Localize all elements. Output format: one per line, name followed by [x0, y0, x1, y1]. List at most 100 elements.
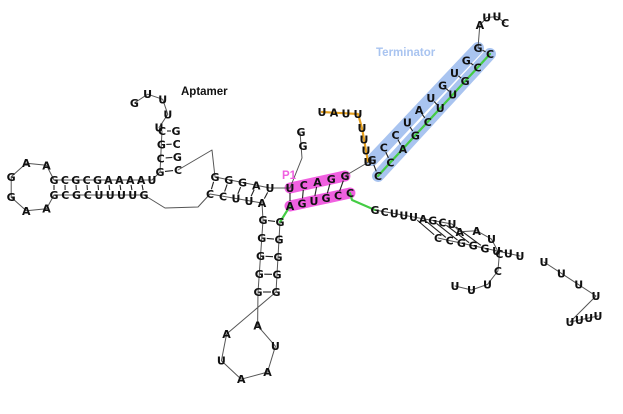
- center-bottom-nt: U: [232, 193, 241, 206]
- orange-tail-nt: U: [342, 107, 351, 120]
- p1-bottom-nt: C: [346, 187, 354, 200]
- right-tail-2-nt: U: [575, 314, 584, 327]
- left-stem-bottom-nt: U: [95, 189, 104, 202]
- left-stem-top-nt: U: [148, 174, 157, 187]
- left-stem-top-nt: C: [83, 174, 91, 187]
- left-loop-nt: A: [42, 159, 51, 172]
- right-tail-backbone: [543, 261, 599, 323]
- terminator-bottom-nt: A: [399, 143, 408, 156]
- hairpin-right-nt: C: [173, 138, 181, 151]
- terminator-bond: [433, 101, 438, 105]
- junction-link-1: [151, 171, 161, 181]
- left-stem-top-nt: A: [115, 174, 124, 187]
- bottom-left-stem-left-nt: G: [258, 214, 267, 227]
- bottom-left-backbone-r: [275, 221, 281, 293]
- center-top-nt: G: [238, 177, 247, 190]
- terminator-bottom-linker: [376, 52, 492, 178]
- center-bottom-nt: C: [206, 188, 214, 201]
- hairpin-loop-nt: U: [143, 88, 152, 101]
- left-loop-nt: A: [22, 205, 31, 218]
- terminator-bond: [385, 151, 389, 159]
- right-top-backbone: [374, 209, 453, 225]
- bottom-left-loop-backbone: [220, 291, 277, 380]
- right-stem-top-nt: C: [438, 216, 446, 229]
- terminator-top-nt: G: [473, 42, 482, 55]
- p1-label: P1: [282, 170, 297, 182]
- left-loop-nt: A: [42, 203, 51, 216]
- linker-green-2: [348, 191, 377, 212]
- left-stem-bottom-nt: G: [49, 189, 58, 202]
- terminator-bottom-nt: C: [486, 48, 494, 61]
- bottom-left-loop-nt: U: [271, 340, 280, 353]
- right-stem-bond: [436, 223, 458, 241]
- left-stem-bond: [130, 184, 133, 191]
- right-stem-bottom-nt: G: [457, 237, 466, 250]
- right-loop-nt: U: [483, 278, 492, 291]
- right-bottom-backbone: [437, 237, 521, 257]
- p1-bond: [339, 180, 344, 192]
- backbone-layer: [10, 16, 599, 380]
- hairpin-loop-nt: U: [155, 122, 164, 135]
- right-loop-nt: C: [495, 248, 503, 261]
- p1-bond: [314, 186, 318, 196]
- p1-top-nt: G: [340, 170, 349, 183]
- right-loop-nt: U: [467, 284, 476, 297]
- right-stem-bottom-nt: U: [504, 247, 513, 260]
- center-stem-bond: [224, 184, 228, 192]
- p1-bottom-nt: U: [310, 195, 319, 208]
- terminator-label: Terminator: [376, 47, 436, 59]
- terminator-bond: [482, 49, 486, 53]
- hairpin-loop-nt: U: [158, 93, 167, 106]
- terminator-top-nt: U: [426, 92, 435, 105]
- bottom-left-loop-nt: A: [222, 328, 231, 341]
- left-stem-bond: [119, 184, 122, 191]
- bottom-left-stem-right-nt: G: [272, 269, 281, 282]
- terminator-bottom-nt: C: [474, 62, 482, 75]
- terminator-top-nt: U: [450, 67, 459, 80]
- p1-bottom-nt: A: [286, 200, 295, 213]
- right-tail-nt: U: [574, 279, 583, 292]
- center-top-nt: G: [224, 174, 233, 187]
- right-loop-nt: A: [472, 225, 481, 238]
- hairpin-left-nt: G: [155, 166, 164, 179]
- p1-hook: [289, 131, 303, 189]
- left-loop-backbone: [10, 162, 55, 212]
- bottom-left-stem-left-nt: G: [257, 232, 266, 245]
- linker-green-1: [278, 204, 292, 224]
- terminator-bond: [421, 113, 426, 119]
- center-stem-bond: [237, 186, 242, 195]
- terminator-bottom-nt: G: [461, 75, 470, 88]
- center-top-backbone: [214, 176, 271, 189]
- center-stem-bond: [250, 189, 255, 197]
- right-stem-bottom-nt: C: [446, 235, 454, 248]
- orange-tail-nt: U: [358, 122, 367, 135]
- right-tail-nt: U: [592, 290, 601, 303]
- terminator-loop-nt: A: [476, 19, 485, 32]
- hairpin-bond: [165, 156, 173, 159]
- p1-bond: [326, 183, 331, 194]
- junction-link-4: [261, 202, 264, 221]
- right-tail-nt: U: [557, 267, 566, 280]
- right-stem-top-nt: U: [409, 211, 418, 224]
- p1-to-terminator: [344, 159, 373, 177]
- right-stem-top-nt: G: [370, 204, 379, 217]
- orange-tail-nt: U: [354, 108, 363, 121]
- bottom-left-loop-nt: U: [217, 355, 226, 368]
- p1-top-nt: A: [313, 176, 322, 189]
- terminator-bond: [409, 126, 414, 132]
- base-pair-layer: [53, 49, 486, 293]
- center-bottom-nt: C: [219, 190, 227, 203]
- terminator-loop-nt: U: [493, 11, 502, 24]
- junction-link-3: [143, 193, 211, 209]
- bottom-left-stem-right-nt: G: [275, 216, 284, 229]
- right-tail-2-nt: U: [594, 310, 603, 323]
- left-stem-bottom-nt: C: [61, 189, 69, 202]
- bottom-left-stem-left-nt: G: [255, 268, 264, 281]
- p1-bottom-highlight: [284, 187, 356, 212]
- hairpin-left-nt: G: [157, 139, 166, 152]
- terminator-bond: [445, 88, 450, 92]
- right-tail-2-nt: U: [584, 312, 593, 325]
- left-stem-top-nt: G: [49, 174, 58, 187]
- center-bottom-nt: A: [258, 197, 267, 210]
